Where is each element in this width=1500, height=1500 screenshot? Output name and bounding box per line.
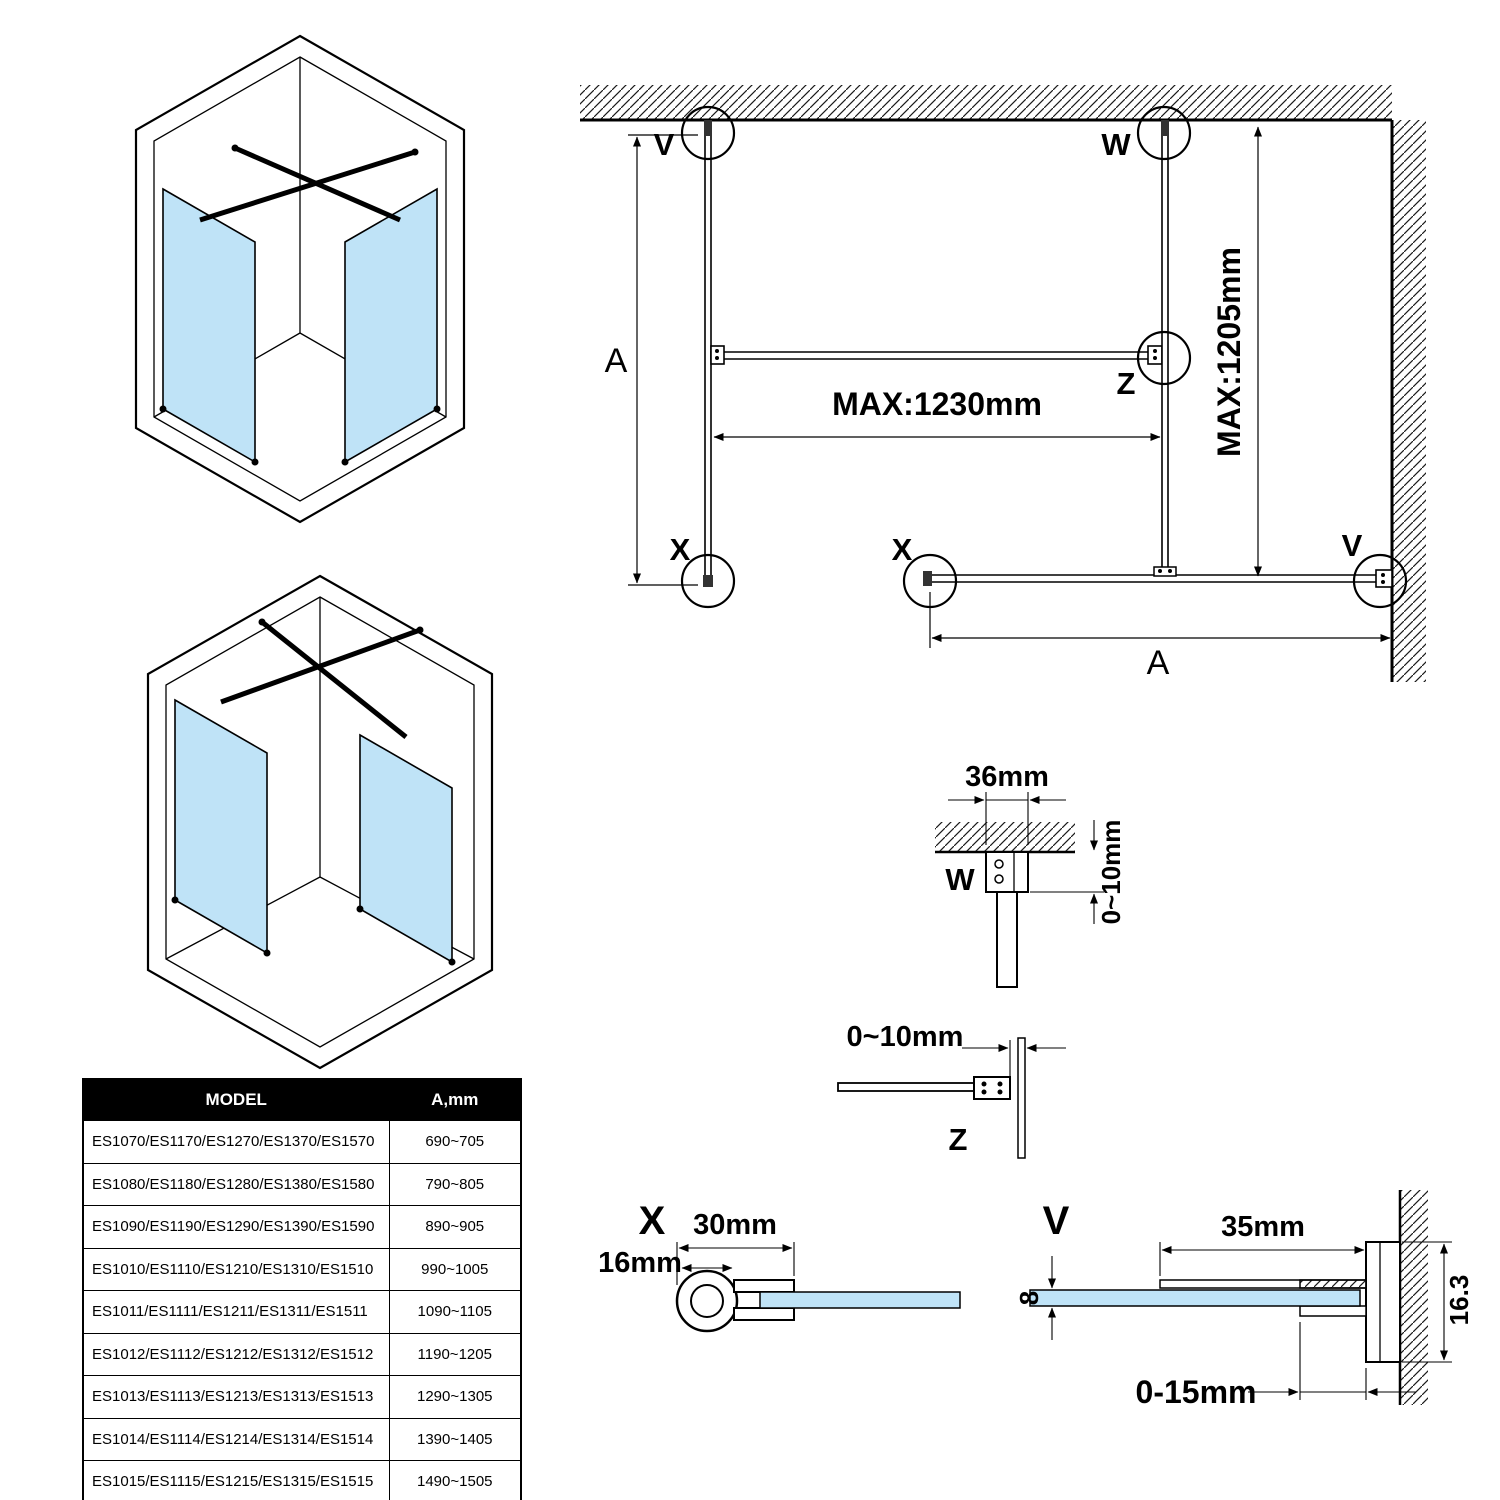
model-table: MODEL A,mm ES1070/ES1170/ES1270/ES1370/E… — [82, 1078, 522, 1500]
detail-z-bar — [837, 1082, 975, 1092]
callout-label-x-left: X — [670, 532, 691, 567]
dim-max-height: MAX:1205mm — [1211, 247, 1247, 457]
detail-v-wall-profile — [1365, 1241, 1401, 1363]
ceiling-hatch — [580, 85, 1392, 120]
detail-x-clamp-inner — [690, 1284, 724, 1318]
a-cell: 690~705 — [388, 1120, 522, 1164]
glass-panel-right-edge — [1161, 134, 1169, 576]
callout-label-z: Z — [1117, 366, 1136, 401]
detail-v-label: V — [1043, 1199, 1070, 1243]
detail-v-dim-8: 8 — [1014, 1291, 1044, 1305]
table-header-a: A,mm — [388, 1078, 522, 1121]
iso2-glass-panel-left — [174, 698, 268, 955]
callout-label-v-right: V — [1342, 528, 1363, 563]
iso1-outer-box — [134, 34, 466, 524]
model-cell: ES1070/ES1170/ES1270/ES1370/ES1570 — [82, 1120, 390, 1164]
iso1-support-bar-2 — [234, 145, 401, 223]
model-cell: ES1090/ES1190/ES1290/ES1390/ES1590 — [82, 1205, 390, 1249]
detail-v-bottom-profile — [1299, 1305, 1367, 1317]
callout-circle-v-right — [1352, 553, 1408, 609]
installation-elevation: V W Z X X V A MAX:1230mm MAX:1205mm A — [580, 85, 1426, 682]
iso2-glass-panel-right — [359, 733, 453, 964]
iso1-glass-panel-left — [162, 187, 256, 464]
detail-w-dim-gap: 0~10mm — [1096, 820, 1126, 925]
model-cell: ES1015/ES1115/ES1215/ES1315/ES1515 — [82, 1460, 390, 1500]
callout-label-v-top: V — [654, 127, 675, 162]
iso-view-2 — [146, 574, 494, 1070]
model-cell: ES1012/ES1112/ES1212/ES1312/ES1512 — [82, 1332, 390, 1376]
a-cell: 1390~1405 — [388, 1417, 522, 1461]
detail-w-bracket — [985, 851, 1029, 893]
callout-circle-z — [1136, 330, 1192, 386]
iso1-support-bar-1 — [199, 149, 416, 223]
detail-v-dim-adjust: 0-15mm — [1136, 1374, 1257, 1410]
detail-w-label: W — [945, 862, 975, 897]
glass-panel-left-edge — [704, 134, 712, 586]
detail-z-dim-gap: 0~10mm — [847, 1021, 964, 1053]
a-cell: 890~905 — [388, 1205, 522, 1249]
callout-label-w: W — [1101, 127, 1131, 162]
model-cell: ES1014/ES1114/ES1214/ES1314/ES1514 — [82, 1417, 390, 1461]
callout-circle-x-left — [680, 553, 736, 609]
detail-v-glass — [1029, 1289, 1361, 1307]
detail-x-dim-30mm: 30mm — [693, 1209, 777, 1241]
table-header-row: MODEL A,mm — [82, 1078, 522, 1121]
iso1-inner-box — [153, 56, 447, 502]
model-cell: ES1011/ES1111/ES1211/ES1311/ES1511 — [82, 1290, 390, 1334]
iso2-inner-box — [165, 596, 475, 1048]
detail-x-dim-16mm: 16mm — [598, 1247, 682, 1279]
callout-circle-v-top — [680, 105, 736, 161]
callout-circle-w — [1136, 105, 1192, 161]
detail-v-dim-163: 16.3 — [1444, 1275, 1474, 1326]
table-header-model: MODEL — [82, 1078, 390, 1121]
a-cell: 1190~1205 — [388, 1332, 522, 1376]
detail-z-label: Z — [949, 1122, 968, 1157]
iso2-outer-box — [146, 574, 494, 1070]
model-cell: ES1010/ES1110/ES1210/ES1310/ES1510 — [82, 1247, 390, 1291]
detail-z: 0~10mm Z — [837, 1021, 1066, 1159]
dim-a-bottom: A — [1147, 644, 1170, 682]
a-cell: 790~805 — [388, 1162, 522, 1206]
dim-max-width: MAX:1230mm — [832, 386, 1042, 422]
model-cell: ES1080/ES1180/ES1280/ES1380/ES1580 — [82, 1162, 390, 1206]
a-cell: 1290~1305 — [388, 1375, 522, 1419]
detail-z-bracket — [973, 1076, 1011, 1100]
detail-x-label: X — [639, 1199, 666, 1243]
callout-label-x-bottom: X — [892, 532, 913, 567]
detail-w-dim-36mm: 36mm — [965, 761, 1049, 793]
wall-hatch — [1392, 120, 1426, 682]
detail-v: V 35mm 16.3 8 — [1014, 1190, 1474, 1410]
iso-view-1 — [134, 34, 466, 524]
detail-v-dim-35mm: 35mm — [1221, 1211, 1305, 1243]
a-cell: 990~1005 — [388, 1247, 522, 1291]
support-bar — [710, 351, 1164, 360]
detail-z-glass — [1017, 1037, 1026, 1159]
detail-x-glass — [759, 1291, 961, 1309]
detail-w-pole — [996, 891, 1018, 988]
a-cell: 1490~1505 — [388, 1460, 522, 1500]
iso2-support-bar-2 — [260, 620, 408, 739]
detail-w: 36mm 0~10mm W — [935, 761, 1126, 988]
a-cell: 1090~1105 — [388, 1290, 522, 1334]
model-cell: ES1013/ES1113/ES1213/ES1313/ES1513 — [82, 1375, 390, 1419]
detail-x: X 30mm 16mm — [598, 1199, 961, 1333]
iso1-glass-panel-right — [344, 187, 438, 464]
dim-a-left: A — [605, 342, 628, 380]
